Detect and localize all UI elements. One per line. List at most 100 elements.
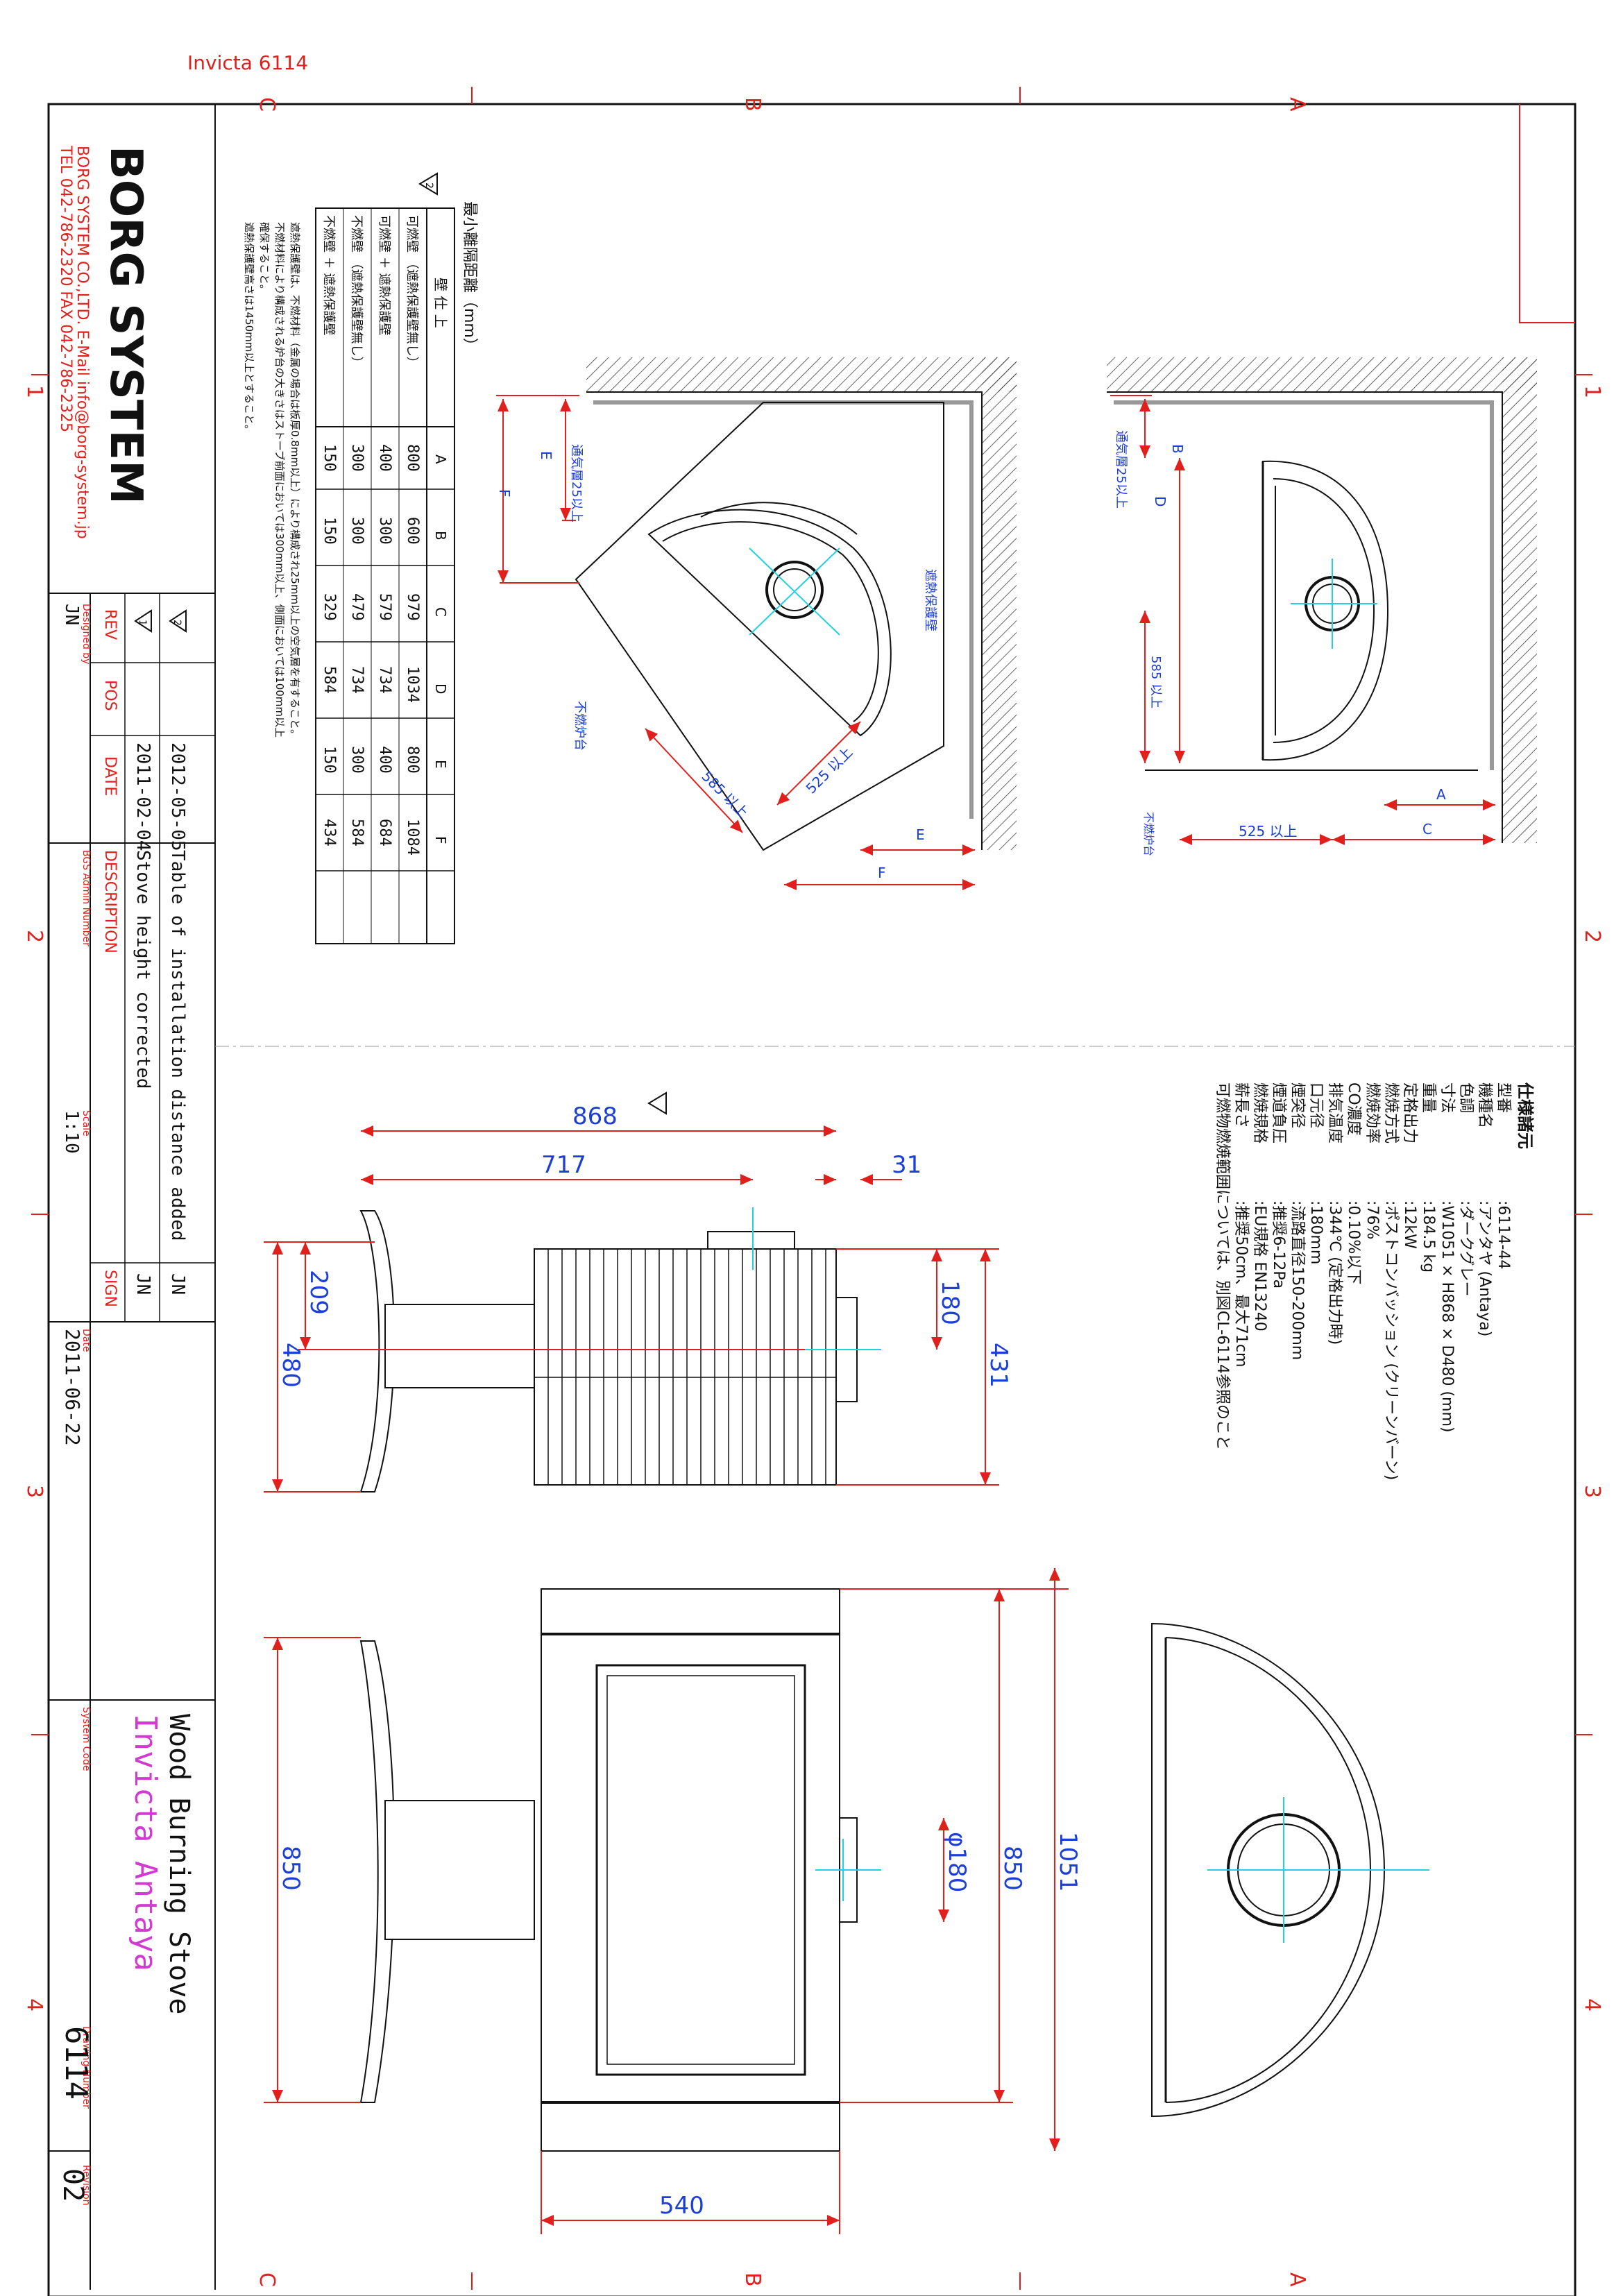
- rev2-number: 2: [171, 620, 182, 626]
- spec-label: 寸法: [1438, 1082, 1456, 1113]
- svg-text:800: 800: [404, 444, 421, 472]
- spec-value: :アンタヤ (Antaya): [1476, 1200, 1493, 1336]
- svg-text:400: 400: [376, 444, 393, 472]
- zone-number-3-right: 3: [1580, 1485, 1604, 1498]
- date-value: 2011-06-22: [61, 1329, 84, 1446]
- sign-label: SIGN: [101, 1270, 119, 1307]
- svg-text:150: 150: [321, 746, 338, 774]
- svg-text:329: 329: [321, 593, 338, 621]
- svg-text:300: 300: [348, 444, 366, 472]
- svg-text:434: 434: [321, 819, 338, 847]
- table-header-e: E: [432, 760, 449, 769]
- rev1-number: 1: [137, 620, 148, 626]
- plan-right-air-gap: 通気層25以上: [1114, 430, 1128, 509]
- company-line1: BORG SYSTEM CO.,LTD. E-Mail info@borg-sy…: [74, 146, 91, 539]
- svg-text:734: 734: [376, 666, 393, 694]
- scale-value: 1:10: [61, 1110, 82, 1154]
- corner-plan-view: E F 通気層25以上 遮熱保護壁 不燃炉台 585 以上 525 以上 E F: [496, 357, 1017, 890]
- plan-left-dim-e: E: [538, 451, 554, 460]
- plan-left-hearth: 不燃炉台: [572, 701, 587, 751]
- table-header-wall: 壁 仕 上: [432, 278, 449, 328]
- svg-text:479: 479: [348, 593, 366, 621]
- designed-by-value: JN: [61, 604, 82, 625]
- dim-850-left: 850: [277, 1846, 305, 1891]
- pos-label: POS: [101, 680, 119, 711]
- spec-label: 燃焼規格: [1251, 1082, 1268, 1143]
- plan-right-hearth: 不燃炉台: [1142, 812, 1155, 856]
- table-row: 可燃壁 ＋ 遮熱保護壁 400 300 579 734 400 684: [376, 215, 393, 847]
- table-header-f: F: [432, 836, 449, 844]
- svg-text:1084: 1084: [404, 819, 421, 856]
- spec-value: :344℃ (定格出力時): [1326, 1200, 1343, 1345]
- zone-number-4-right: 4: [1580, 1998, 1604, 2012]
- spec-label: 燃焼方式: [1382, 1082, 1400, 1143]
- zone-number-4-left: 4: [22, 1998, 46, 2012]
- spec-label: CO濃度: [1345, 1082, 1362, 1136]
- plan-right-side-525: 525 以上: [1239, 823, 1298, 840]
- zone-number-1-left: 1: [22, 385, 46, 398]
- spec-value: :0.10%以下: [1345, 1200, 1362, 1284]
- glass-door: [595, 1664, 806, 2076]
- zone-letter-b-top: B: [740, 97, 765, 112]
- system-code-label: System Code: [80, 1707, 92, 1771]
- spec-label: 燃焼効率: [1363, 1082, 1381, 1143]
- spec-value: :EU規格 EN13240: [1251, 1200, 1268, 1332]
- dim-540: 540: [659, 2192, 704, 2220]
- svg-text:300: 300: [348, 746, 366, 774]
- product-type: Wood Burning Stove: [163, 1714, 195, 2014]
- table-header-a: A: [432, 454, 449, 464]
- table-title: 最小離隔距離（mm）: [461, 201, 478, 353]
- table-note-4: 遮熱保護壁高さは1450mm以上とすること。: [243, 222, 255, 435]
- svg-text:400: 400: [376, 746, 393, 774]
- header-label: Invicta 6114: [187, 51, 308, 74]
- table-row: 不燃壁 ＋ 遮熱保護壁 150 150 329 584 150 434: [321, 215, 338, 847]
- company-name: BORG SYSTEM: [100, 146, 151, 504]
- plan-left-heat-shield: 遮熱保護壁: [923, 569, 937, 631]
- dim-480: 480: [277, 1343, 305, 1388]
- spec-label: 煙道負圧: [1270, 1082, 1287, 1143]
- table-note-2: 不燃材料により構成される炉台の大きさはストーブ前面においては300mm以上、側面…: [273, 222, 286, 738]
- flue-circle: [765, 561, 824, 619]
- spec-value: :12kW: [1401, 1200, 1418, 1249]
- table-note-1: 遮熱保護壁は、不燃材料（金属の場合は板厚0.8mm以上）により構成され25mm以…: [289, 222, 301, 740]
- svg-text:300: 300: [348, 517, 366, 545]
- spec-label: 薪長さ: [1232, 1082, 1250, 1128]
- corner-marker: [1519, 104, 1575, 323]
- table-header-c: C: [432, 607, 449, 617]
- spec-label: 口元径: [1307, 1082, 1325, 1128]
- svg-text:1034: 1034: [404, 666, 421, 703]
- bgs-admin-label: BGS Admin Number: [80, 850, 92, 946]
- spec-label: 機種名: [1476, 1082, 1493, 1128]
- plan-left-dim-e-bottom: E: [916, 826, 925, 843]
- spec-value: :W1051 × H868 × D480 (mm): [1438, 1200, 1456, 1432]
- dim-850-right: 850: [999, 1846, 1026, 1891]
- dim-431: 431: [985, 1343, 1012, 1388]
- spec-label: 重量: [1420, 1082, 1437, 1113]
- rev2-sign: JN: [167, 1273, 188, 1295]
- drawing-number: 6114: [58, 2026, 94, 2100]
- plan-left-air-gap: 通気層25以上: [569, 444, 584, 522]
- svg-text:979: 979: [404, 593, 421, 621]
- date-label: DATE: [101, 756, 119, 796]
- plan-right-front-585: 585 以上: [1148, 656, 1163, 708]
- wall-plan-view: B D 通気層25以上 585 以上 525 以上 A C 不燃炉台: [1107, 357, 1537, 856]
- company-line2: TEL 042-786-2320 FAX 042-786-2325: [57, 145, 74, 432]
- plan-left-dim-f-bottom: F: [878, 865, 886, 881]
- spec-label: 色調: [1457, 1082, 1475, 1113]
- zone-ticks: [31, 87, 1592, 2290]
- rev2-description: Table of installation distance added: [167, 850, 188, 1241]
- product-name: Invicta Antaya: [128, 1714, 163, 1971]
- revision-label: Revision: [80, 2165, 92, 2206]
- zone-number-3-left: 3: [22, 1485, 46, 1498]
- front-elevation-view: 850 φ180 850 1051 540: [264, 1568, 1082, 2234]
- designed-by-label: Designed by: [80, 604, 92, 664]
- spec-value: :6114-44: [1495, 1200, 1512, 1269]
- dim-1051: 1051: [1054, 1832, 1082, 1892]
- revision-value: 02: [57, 2168, 89, 2202]
- svg-text:不燃壁 （遮熱保護壁無し）: 不燃壁 （遮熱保護壁無し）: [349, 215, 364, 369]
- spec-value: :180mm: [1307, 1200, 1325, 1264]
- zone-letter-a-top: A: [1285, 97, 1309, 112]
- plan-left-dim-f: F: [496, 489, 513, 498]
- dim-31: 31: [892, 1151, 921, 1179]
